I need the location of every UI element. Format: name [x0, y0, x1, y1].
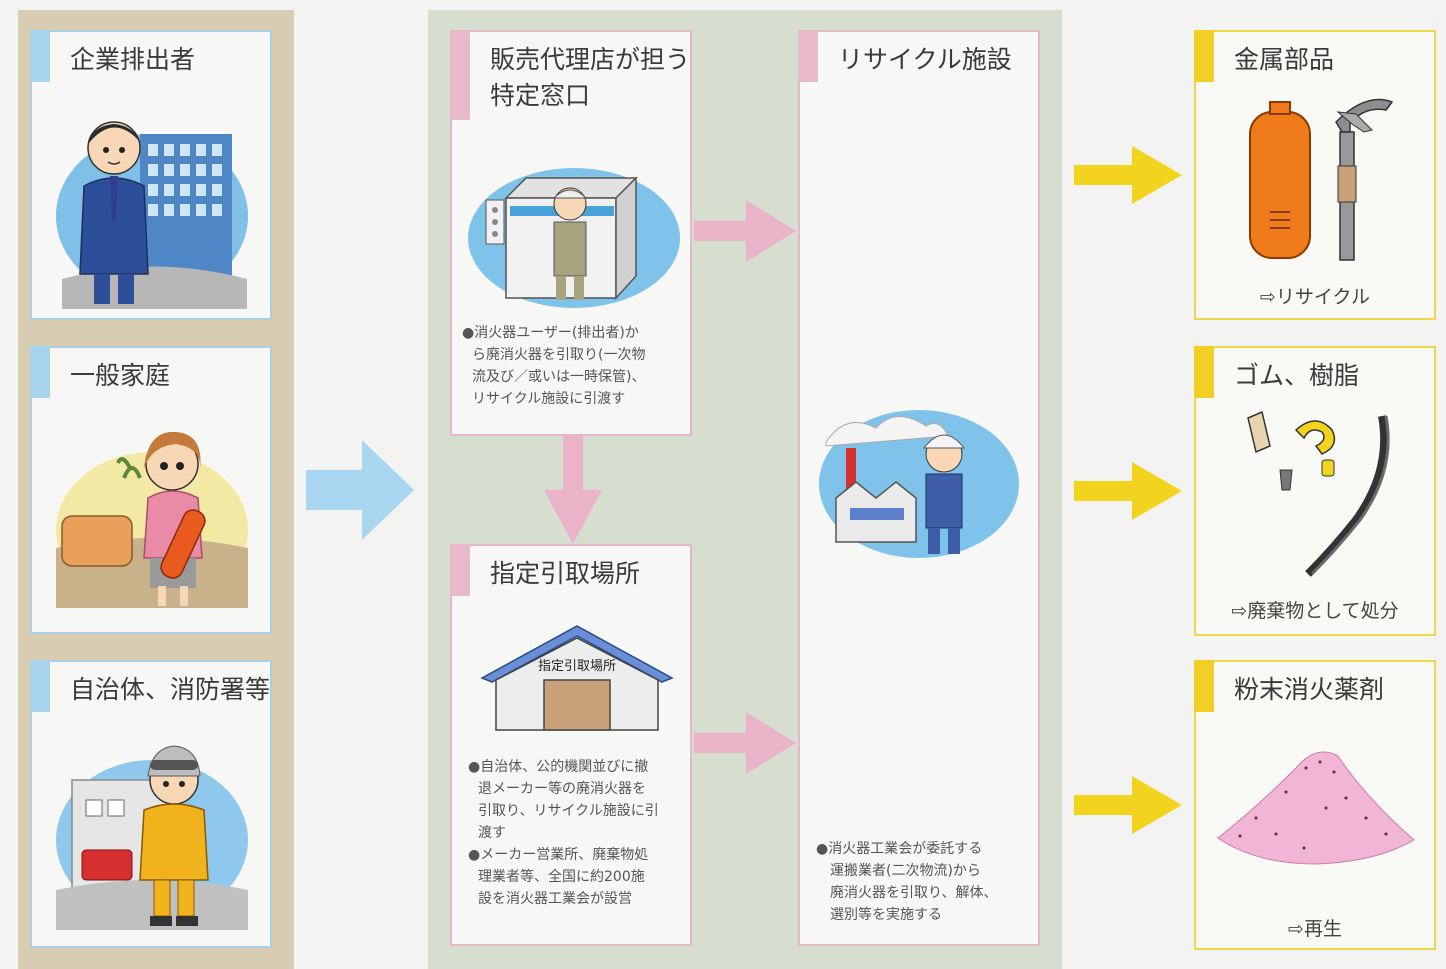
source-card-household: 一般家庭	[30, 346, 272, 634]
desc-line: 廃消火器を引取り、解体、	[830, 885, 998, 901]
card-tab	[1194, 660, 1214, 712]
source-card-municipality: 自治体、消防署等	[30, 660, 272, 948]
flow-arrow-yellow-metal	[1074, 146, 1182, 204]
shop-worker-illustration	[468, 168, 680, 308]
desc-line: 退メーカー等の廃消火器を	[478, 781, 646, 797]
card-tab	[30, 660, 50, 712]
powder-pile-illustration	[1217, 751, 1415, 865]
window-description: ●消火器ユーザー(排出者)か ら廃消火器を引取り(一次物 流及び／或いは一時保管…	[462, 322, 646, 410]
card-title: ゴム、樹脂	[1234, 361, 1360, 390]
site-description: ●自治体、公的機関並びに撤 退メーカー等の廃消火器を 引取り、リサイクル施設に引…	[468, 756, 659, 910]
flow-arrow-blue	[306, 440, 414, 540]
card-title: リサイクル施設	[838, 45, 1012, 74]
source-card-business: 企業排出者	[30, 30, 272, 320]
card-title: 企業排出者	[70, 45, 196, 74]
sales-agent-window-card: 販売代理店が担う 特定窓口 ●消火器ユーザー(排出者)か ら廃消火器を引取り(一…	[450, 30, 692, 436]
output-note: ⇨廃棄物として処分	[1231, 600, 1399, 622]
card-tab	[30, 346, 50, 398]
metal-parts-illustration	[1249, 98, 1394, 261]
facility-description: ●消火器工業会が委託する 運搬業者(二次物流)から 廃消火器を引取り、解体、 選…	[816, 838, 998, 926]
card-title: 一般家庭	[70, 361, 171, 390]
card-tab	[1194, 346, 1214, 398]
flow-arrow-pink-right-lower	[694, 712, 796, 774]
card-title: 金属部品	[1234, 45, 1335, 74]
card-title: 自治体、消防署等	[70, 675, 271, 704]
card-tab	[1194, 30, 1214, 82]
flow-arrow-yellow-powder	[1074, 776, 1182, 834]
output-note: ⇨リサイクル	[1260, 286, 1370, 308]
building-sign: 指定引取場所	[538, 659, 616, 674]
desc-line: 運搬業者(二次物流)から	[830, 863, 981, 879]
firefighter-station-illustration	[56, 745, 248, 930]
desc-line: 設を消火器工業会が設営	[478, 891, 632, 907]
card-tab	[798, 30, 818, 82]
desc-line: ●自治体、公的機関並びに撤	[468, 759, 649, 775]
card-title-line2: 特定窓口	[490, 81, 591, 110]
flow-arrow-pink-down	[544, 436, 602, 544]
desc-line: ら廃消火器を引取り(一次物	[472, 347, 646, 363]
housewife-extinguisher-illustration	[56, 431, 248, 608]
desc-line: ●消火器工業会が委託する	[816, 841, 983, 857]
rubber-resin-parts-illustration	[1247, 410, 1390, 577]
factory-worker-illustration	[819, 410, 1019, 558]
desc-line: 引取り、リサイクル施設に引	[478, 803, 659, 819]
card-title-line1: 販売代理店が担う	[490, 45, 691, 74]
flow-arrow-pink-right-upper	[694, 200, 796, 262]
businessman-office-illustration	[56, 121, 248, 309]
card-tab	[450, 544, 470, 596]
desc-line: 渡す	[478, 825, 506, 841]
flow-arrow-yellow-rubber	[1074, 462, 1182, 520]
desc-line: 理業者等、全国に約200施	[478, 869, 645, 885]
output-card-metal: 金属部品 ⇨リサイクル	[1194, 30, 1436, 320]
desc-line: ●消火器ユーザー(排出者)か	[462, 325, 639, 341]
output-note: ⇨再生	[1288, 918, 1342, 940]
desc-line: リサイクル施設に引渡す	[472, 391, 626, 407]
card-tab	[30, 30, 50, 82]
card-title: 指定引取場所	[490, 559, 641, 588]
desc-line: 選別等を実施する	[830, 907, 942, 923]
designated-collection-site-card: 指定引取場所 指定引取場所 ●自治体、公的機関並びに撤 退メーカー等の廃消火器を…	[450, 544, 692, 946]
recycling-facility-card: リサイクル施設 ●消火器工業会が委託する 運搬業者(二次物流)から 廃消火器を引…	[798, 30, 1040, 946]
desc-line: ●メーカー営業所、廃棄物処	[468, 847, 649, 863]
desc-line: 流及び／或いは一時保管)、	[472, 369, 646, 385]
output-card-rubber-resin: ゴム、樹脂 ⇨廃棄物として処分	[1194, 346, 1436, 636]
card-tab	[450, 30, 470, 120]
output-card-powder-agent: 粉末消火薬剤 ⇨再生	[1194, 660, 1436, 950]
card-title: 粉末消火薬剤	[1234, 675, 1385, 704]
warehouse-illustration: 指定引取場所	[480, 625, 674, 731]
